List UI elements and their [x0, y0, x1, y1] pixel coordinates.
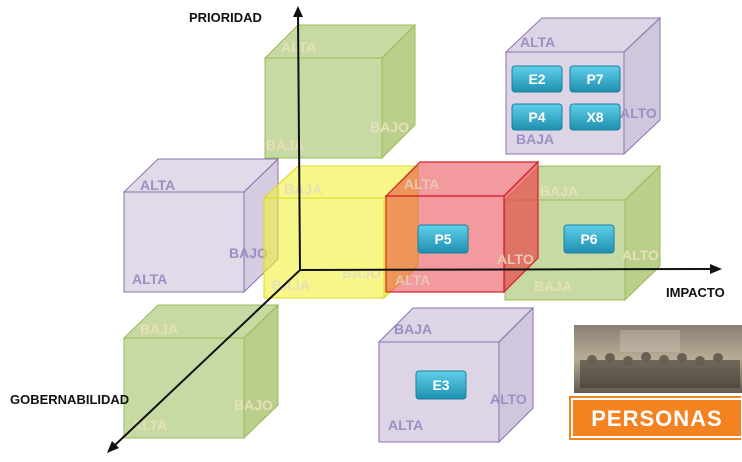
- cube-label-top: ALTA: [140, 177, 175, 193]
- cube-bottom-purple: BAJA ALTO ALTA E3: [377, 306, 535, 444]
- code-box-p7: P7: [569, 65, 621, 93]
- code-label: E3: [432, 377, 449, 393]
- code-box-e2: E2: [511, 65, 563, 93]
- cube-label-bottom: BAJA: [534, 278, 572, 294]
- cube-label-top: BAJA: [140, 321, 178, 337]
- cube-label-right: ALTO: [622, 247, 659, 263]
- code-label: E2: [528, 71, 545, 87]
- cube-label-top: BAJA: [540, 183, 578, 199]
- cube-label-mid: BAJO: [342, 265, 381, 281]
- persons-banner: PERSONAS: [567, 325, 742, 442]
- governability-axis-label: GOBERNABILIDAD: [10, 392, 129, 407]
- cube-label-bottom: BAJA: [272, 277, 310, 293]
- code-label: P4: [528, 109, 545, 125]
- cube-label-mid: BAJO: [234, 397, 273, 413]
- code-label: X8: [586, 109, 603, 125]
- persons-banner-label: PERSONAS: [591, 406, 722, 431]
- governability-axis-line: [113, 269, 301, 447]
- code-label: P7: [586, 71, 603, 87]
- axes: PRIORIDAD IMPACTO GOBERNABILIDAD: [10, 6, 725, 453]
- cube-label-top: ALTA: [404, 176, 439, 192]
- cube-label-mid: BAJO: [229, 245, 268, 261]
- cube-label-bottom: BAJA: [266, 137, 304, 153]
- code-box-x8: X8: [569, 103, 621, 131]
- cube-top-right-purple: ALTA ALTO BAJA E2 P7 P4 X8: [504, 16, 662, 156]
- impact-axis-arrowhead-icon: [710, 264, 722, 274]
- cube-label-bottom: BAJA: [516, 131, 554, 147]
- cube-label-right: ALTO: [620, 105, 657, 121]
- code-label: P6: [580, 231, 597, 247]
- code-box-e3: E3: [415, 370, 467, 400]
- cube-label-mid: BAJO: [370, 119, 409, 135]
- cube-red: ALTA ALTO ALTA P5: [384, 160, 540, 294]
- cube-label-bottom: ALTA: [395, 272, 430, 288]
- impact-axis-label: IMPACTO: [666, 285, 725, 300]
- cube-bottom-green: BAJA BAJO ALTA: [122, 303, 280, 440]
- cube-left-purple: ALTA BAJO ALTA: [122, 157, 280, 294]
- code-box-p4: P4: [511, 103, 563, 131]
- priority-axis-arrowhead-icon: [293, 6, 303, 17]
- group-photo-figures: [580, 330, 740, 388]
- cube-label-bottom: ALTA: [388, 417, 423, 433]
- governability-axis-arrowhead-icon: [107, 441, 119, 453]
- cube-label-right: ALTO: [490, 391, 527, 407]
- priority-axis-label: PRIORIDAD: [189, 10, 262, 25]
- cube-label-bottom: ALTA: [132, 271, 167, 287]
- priority-axis-line: [297, 13, 301, 271]
- cube-label-right: ALTO: [497, 251, 534, 267]
- code-box-p5: P5: [417, 224, 469, 254]
- impact-axis-line: [299, 268, 713, 271]
- cube-right-green: BAJA ALTO BAJA P6: [503, 164, 662, 302]
- code-label: P5: [434, 231, 451, 247]
- cube-yellow: BAJA BAJO BAJA: [262, 164, 420, 300]
- cube-label-top: ALTA: [520, 34, 555, 50]
- code-box-p6: P6: [563, 224, 615, 254]
- cube-label-top: BAJA: [284, 181, 322, 197]
- cube-label-top: BAJA: [394, 321, 432, 337]
- cube-top-green: ALTA BAJO BAJA: [263, 23, 417, 160]
